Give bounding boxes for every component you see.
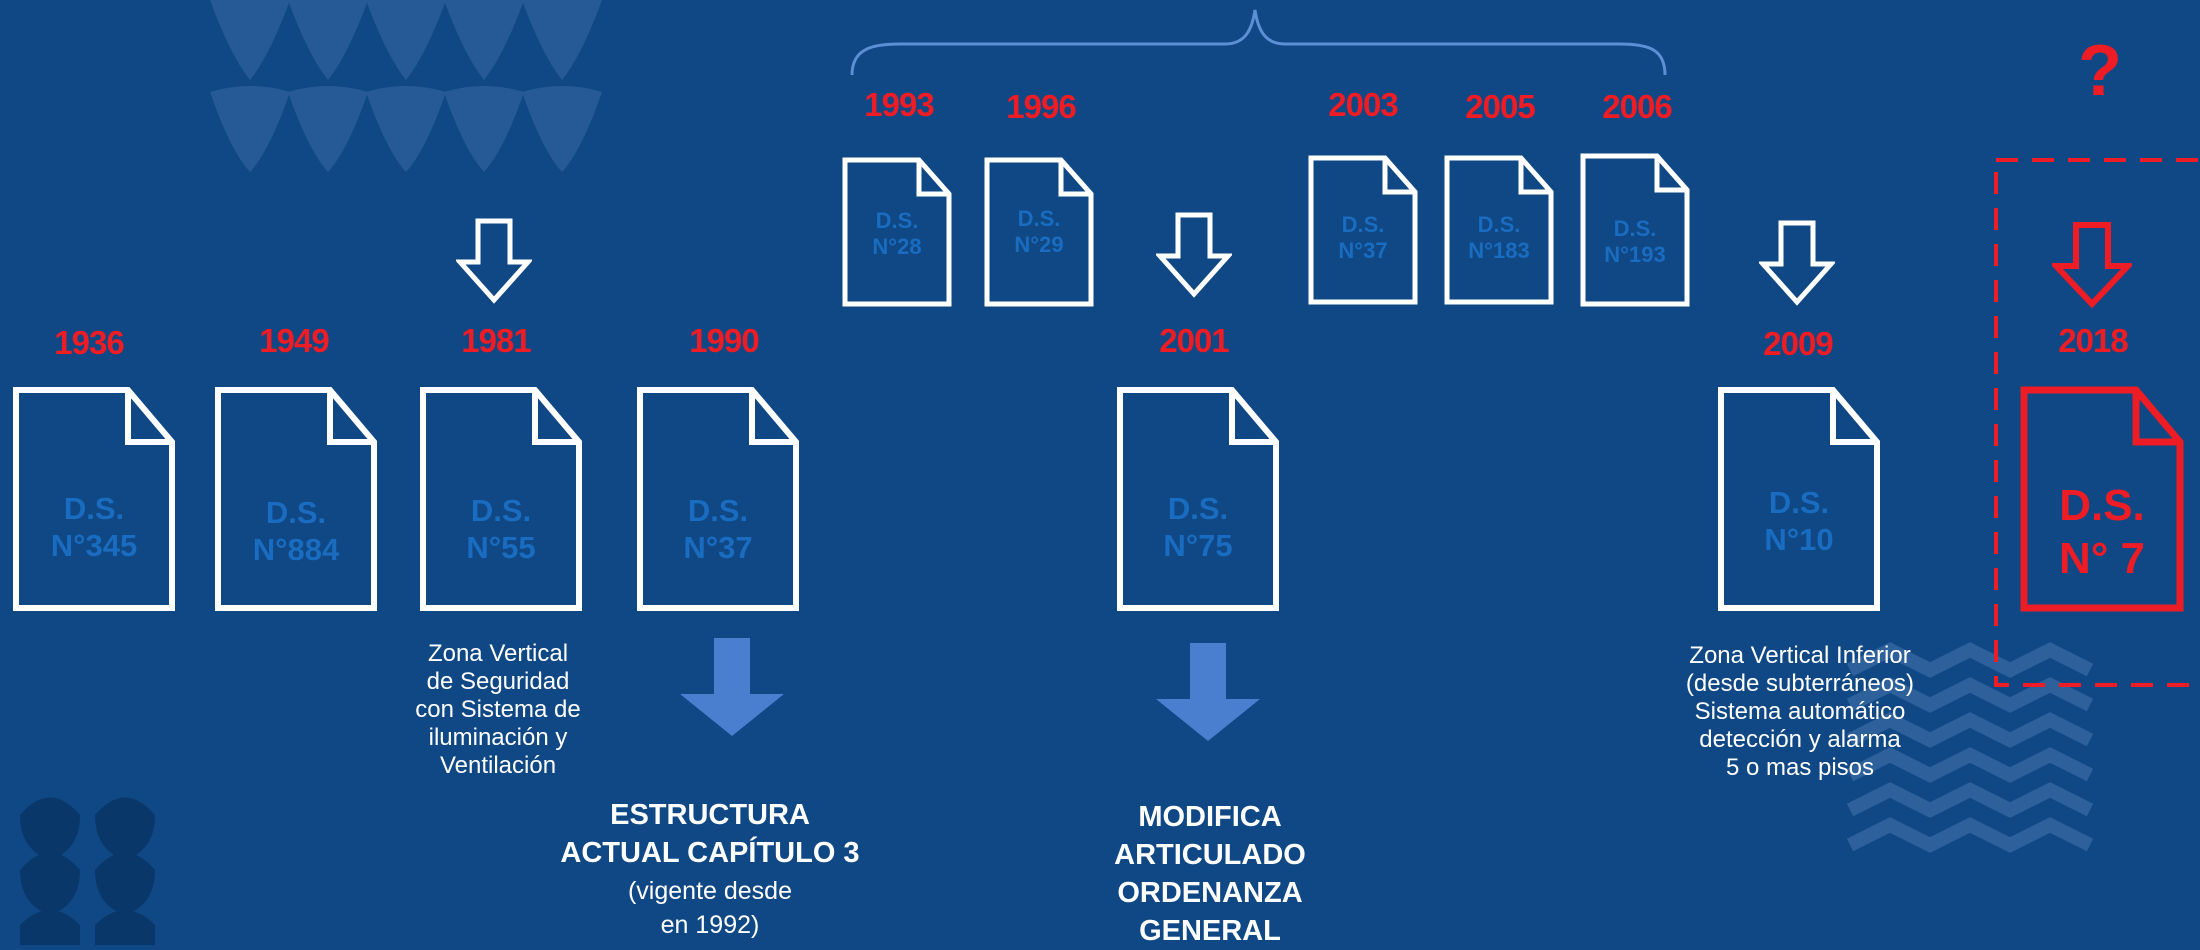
- doc-prefix: D.S.: [1768, 485, 1830, 520]
- doc-icon-1990: D.S.N°37: [637, 387, 799, 611]
- modifica-heading: MODIFICA ARTICULADO ORDENANZA GENERAL: [1114, 801, 1306, 947]
- doc-prefix: D.S.: [470, 493, 532, 528]
- doc-number: N°183: [1468, 238, 1530, 264]
- doc-number: N°75: [1163, 528, 1233, 564]
- down-arrow-solid-icon: [678, 638, 786, 738]
- doc-number: N°37: [1338, 238, 1388, 264]
- doc-icon-1996: D.S.N°29: [984, 157, 1094, 307]
- doc-number: N°193: [1604, 242, 1666, 268]
- down-arrow-solid-icon: [1154, 643, 1262, 743]
- doc-prefix: D.S.: [63, 491, 125, 526]
- doc-icon-2005: D.S.N°183: [1444, 155, 1554, 305]
- doc-number: N°29: [1014, 232, 1064, 258]
- down-arrow-outline-icon: [1154, 212, 1234, 298]
- doc-number: N°55: [466, 530, 536, 566]
- doc-number: N°884: [252, 532, 340, 568]
- note-2009: Zona Vertical Inferior (desde subterráne…: [1685, 642, 1915, 781]
- doc-icon-2001: D.S.N°75: [1117, 387, 1279, 611]
- cone-pattern-decor: [210, 0, 602, 172]
- estructura-subtitle: (vigente desde en 1992): [627, 877, 792, 939]
- question-mark: ?: [2078, 31, 2122, 111]
- doc-icon-2018: D.S.N° 7: [2020, 386, 2184, 612]
- year-2003: 2003: [1328, 86, 1398, 123]
- year-2018: 2018: [2058, 322, 2128, 359]
- doc-prefix: D.S.: [875, 208, 919, 233]
- note-1981: Zona Vertical de Seguridad con Sistema d…: [415, 640, 581, 779]
- doc-icon-2009: D.S.N°10: [1718, 387, 1880, 611]
- doc-icon-1949: D.S.N°884: [215, 387, 377, 611]
- doc-icon-1981: D.S.N°55: [420, 387, 582, 611]
- year-1936: 1936: [54, 324, 124, 361]
- doc-icon-1993: D.S.N°28: [842, 157, 952, 307]
- down-arrow-red-outline-icon: [2049, 222, 2135, 309]
- doc-icon-1936: D.S.N°345: [13, 387, 175, 611]
- doc-number: N°345: [50, 528, 138, 564]
- year-1949: 1949: [259, 322, 329, 359]
- year-1996: 1996: [1006, 88, 1076, 125]
- year-2006: 2006: [1602, 88, 1672, 125]
- bracket-brace: [850, 9, 1667, 76]
- down-arrow-outline-icon: [1757, 220, 1837, 306]
- doc-number: N°28: [872, 234, 922, 260]
- year-1981: 1981: [461, 322, 531, 359]
- doc-icon-2003: D.S.N°37: [1308, 155, 1418, 305]
- doc-prefix: D.S.: [1341, 212, 1385, 237]
- doc-prefix: D.S.: [1017, 206, 1061, 231]
- estructura-heading: ESTRUCTURA ACTUAL CAPÍTULO 3: [560, 799, 860, 869]
- doc-number: N° 7: [2058, 533, 2146, 583]
- doc-number: N°10: [1764, 522, 1834, 558]
- doc-prefix: D.S.: [1477, 212, 1521, 237]
- doc-prefix: D.S.: [2059, 481, 2145, 530]
- doc-prefix: D.S.: [1613, 216, 1657, 241]
- year-1990: 1990: [689, 322, 759, 359]
- dashed-frame-2018: [1994, 158, 2200, 687]
- down-arrow-outline-icon: [454, 218, 534, 304]
- year-2005: 2005: [1465, 88, 1535, 125]
- year-1993: 1993: [864, 86, 934, 123]
- doc-number: N°37: [683, 530, 753, 566]
- year-2001: 2001: [1159, 322, 1229, 359]
- doc-icon-2006: D.S.N°193: [1580, 153, 1690, 307]
- drop-pattern-decor: [20, 797, 155, 945]
- year-2009: 2009: [1763, 325, 1833, 362]
- doc-prefix: D.S.: [265, 495, 327, 530]
- zigzag-pattern-decor: [1846, 642, 2094, 853]
- doc-prefix: D.S.: [687, 493, 749, 528]
- doc-prefix: D.S.: [1167, 491, 1229, 526]
